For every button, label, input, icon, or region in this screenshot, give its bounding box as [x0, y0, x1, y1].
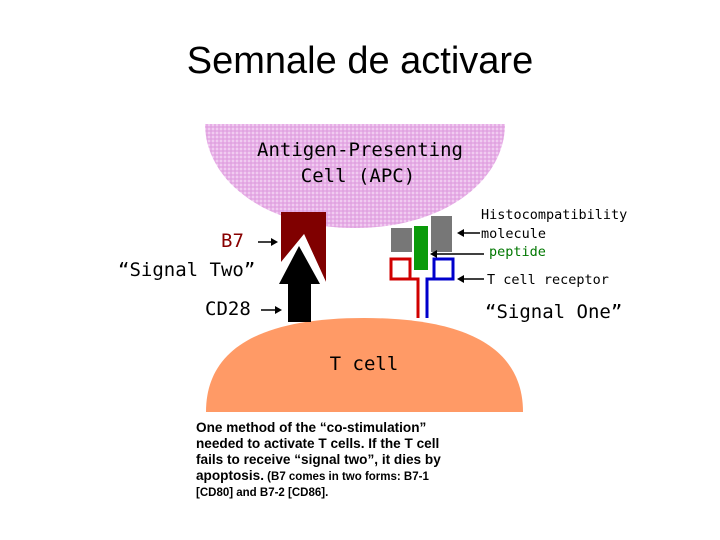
b7-label: B7	[221, 230, 244, 252]
tcr-pointer-head	[457, 275, 464, 283]
apc-label-line2: Cell (APC)	[301, 165, 415, 187]
t-cell-label: T cell	[330, 353, 399, 375]
caption: One method of the “co-stimulation” neede…	[196, 420, 536, 501]
mhc-label-line1: Histocompatibility	[481, 207, 627, 223]
peptide	[414, 226, 428, 270]
caption-line1: One method of the “co-stimulation”	[196, 420, 427, 435]
caption-line4-note: (B7 comes in two forms: B7-1	[263, 471, 429, 483]
cd28-arrow	[279, 246, 320, 322]
cd28-pointer-head	[275, 306, 282, 314]
mhc-pointer-head	[457, 229, 464, 237]
tcr-red-chain	[389, 257, 420, 318]
mhc-label-line2: molecule	[481, 226, 546, 242]
b7-molecule	[281, 212, 326, 282]
peptide-label: peptide	[489, 244, 546, 260]
peptide-pointer-head	[430, 250, 437, 258]
tcr-label: T cell receptor	[487, 272, 609, 288]
caption-line4: apoptosis. (B7 comes in two forms: B7-1	[196, 468, 536, 485]
caption-line5: [CD80] and B7-2 [CD86].	[196, 487, 329, 499]
mhc-left-bar	[391, 228, 412, 252]
cd28-label: CD28	[205, 298, 251, 320]
mhc-right-bar	[431, 216, 452, 252]
caption-line3: fails to receive “signal two”, it dies b…	[196, 452, 441, 467]
signal-two-label: “Signal Two”	[118, 259, 255, 281]
caption-line4-main: apoptosis.	[196, 468, 264, 483]
tcr-blue-chain	[425, 257, 455, 318]
signal-one-label: “Signal One”	[485, 301, 622, 323]
b7-notch	[304, 234, 326, 282]
apc-cell	[205, 124, 505, 228]
b7-pointer-head	[271, 238, 278, 246]
caption-line2: needed to activate T cells. If the T cel…	[196, 436, 440, 451]
t-cell	[206, 318, 523, 412]
apc-label-line1: Antigen-Presenting	[257, 139, 463, 161]
slide-title: Semnale de activare	[186, 40, 534, 82]
